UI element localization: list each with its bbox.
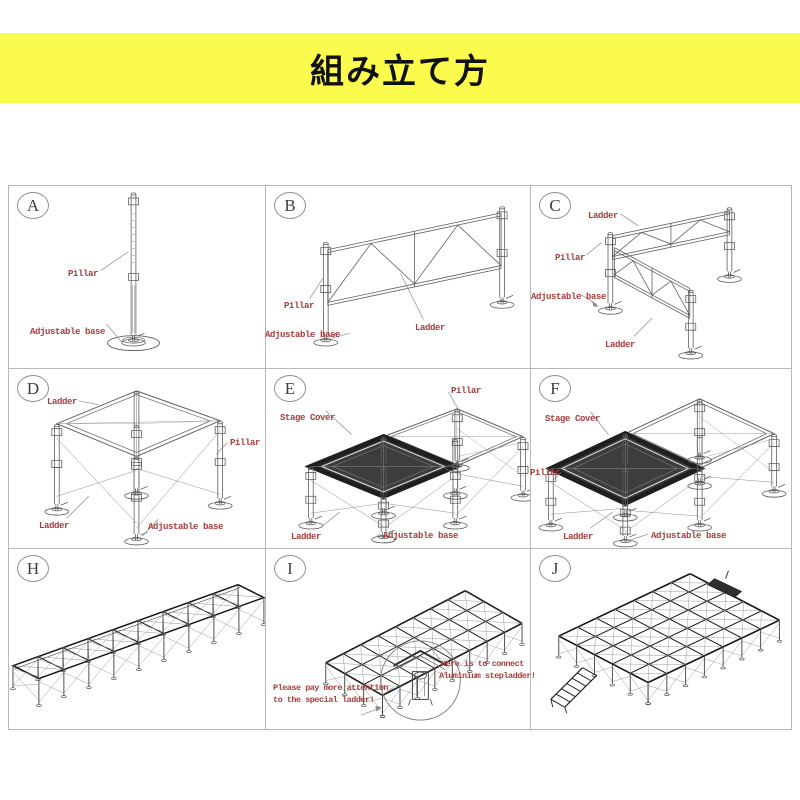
drawing-two-bays-one-cover [298, 391, 530, 544]
part-label-pillar: Pillar [284, 301, 315, 311]
panel-step-b: B Pillar Adjustable base Ladder [265, 186, 531, 369]
part-label-adjustable-base: Adjustable base [265, 330, 341, 340]
drawing-two-bays-large [538, 398, 787, 548]
part-label-adjustable-base: Adjustable base [148, 522, 224, 532]
panel-step-h: H [9, 549, 266, 729]
step-badge-f: F [539, 375, 571, 402]
step-badge-h: H [17, 555, 49, 582]
panel-step-j: J [531, 549, 791, 729]
part-label-ladder: Ladder [605, 340, 636, 350]
step-badge-j: J [539, 555, 571, 582]
panel-step-c: C Ladder Pillar Adjustable base Ladder [531, 186, 791, 369]
part-label-adjustable-base: Adjustable base [531, 292, 607, 302]
part-label-pillar: Pillar [530, 468, 561, 478]
drawing-deck-with-detail [323, 590, 525, 721]
part-label-adjustable-base: Adjustable base [383, 531, 459, 541]
step-letter: F [550, 379, 560, 398]
part-label-pillar: Pillar [451, 386, 482, 396]
part-label-pillar: Pillar [555, 253, 586, 263]
note-attention-line1: Please pay more attention [273, 683, 389, 693]
drawing-long-walkway [10, 583, 265, 707]
panel-step-d: D Ladder Pillar Ladder Adjustable base [9, 369, 266, 549]
step-badge-d: D [17, 375, 49, 402]
note-connect-line1: Here is to connect [441, 659, 524, 669]
step-letter: D [26, 379, 40, 398]
step-letter: E [284, 379, 296, 398]
step-letter: J [551, 559, 559, 578]
drawing-square-frame [44, 390, 233, 546]
page-title: 組み立て方 [310, 52, 490, 91]
assembly-steps-grid: A Pillar Adjustable base B Pillar Adjust… [8, 185, 792, 730]
drawing-pillar [100, 192, 160, 352]
part-label-ladder: Ladder [415, 323, 446, 333]
step-letter: A [26, 196, 40, 215]
step-letter: B [284, 196, 296, 215]
step-badge-a: A [17, 192, 49, 219]
part-label-adjustable-base: Adjustable base [651, 531, 727, 541]
note-attention-line2: to the special ladder! [273, 695, 375, 705]
step-badge-c: C [539, 192, 571, 219]
panel-step-a: A Pillar Adjustable base [9, 186, 266, 369]
step-badge-e: E [274, 375, 306, 402]
step-letter: H [26, 559, 40, 578]
part-label-ladder: Ladder [39, 521, 70, 531]
drawing-corner-frame [580, 207, 742, 360]
panel-step-e: E Pillar Stage Cover Ladder Adjustable b… [266, 369, 531, 549]
step-letter: I [287, 559, 293, 578]
step-letter: C [549, 196, 561, 215]
panel-step-f: F Stage Cover Pillar Ladder Adjustable b… [530, 369, 791, 549]
title-banner: 組み立て方 [0, 33, 800, 103]
drawing-full-stage [550, 570, 783, 714]
part-label-stage-cover: Stage Cover [280, 413, 336, 423]
part-label-pillar: Pillar [68, 269, 99, 279]
drawing-two-pillars-ladder [309, 206, 515, 347]
step-badge-i: I [274, 555, 306, 582]
part-label-ladder: Ladder [563, 532, 594, 542]
panel-step-i: I Please pay more attention to the speci… [266, 549, 536, 729]
note-connect-line2: Aluminium stepladder! [439, 671, 536, 681]
step-badge-b: B [274, 192, 306, 219]
part-label-adjustable-base: Adjustable base [30, 327, 106, 337]
part-label-pillar: Pillar [230, 438, 261, 448]
part-label-ladder: Ladder [291, 532, 322, 542]
part-label-ladder: Ladder [588, 211, 619, 221]
part-label-ladder: Ladder [47, 397, 78, 407]
part-label-stage-cover: Stage Cover [545, 414, 601, 424]
